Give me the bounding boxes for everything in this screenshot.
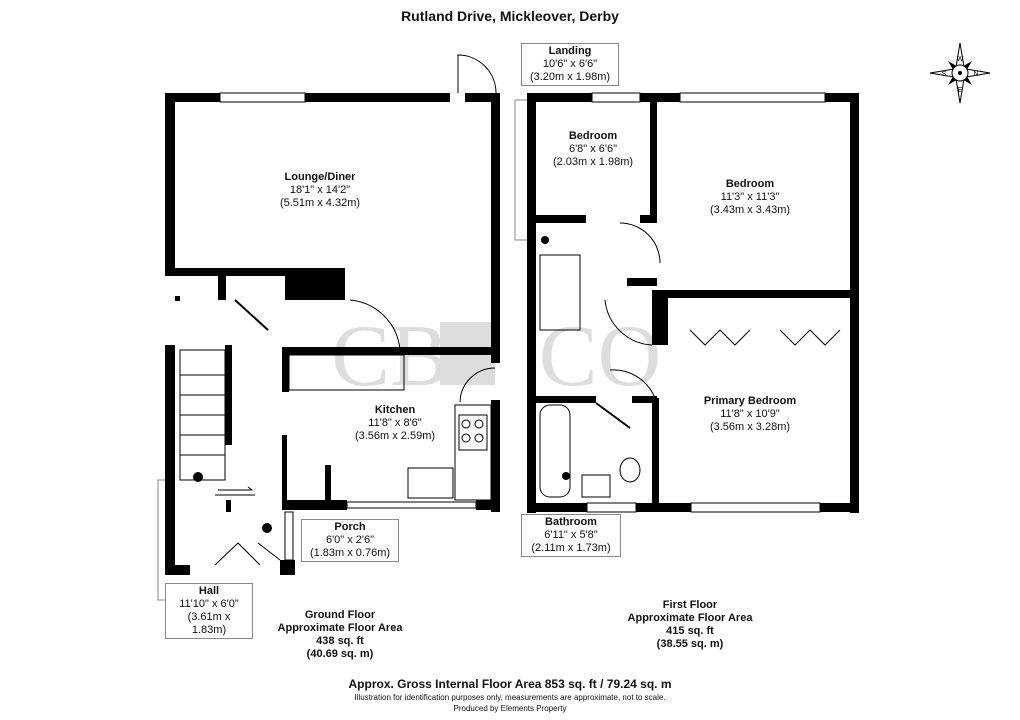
ground-floor-walls xyxy=(165,93,500,575)
room-size-metric: (3.61m x 1.83m) xyxy=(187,611,231,636)
window xyxy=(219,92,306,103)
bath-icon xyxy=(539,404,571,498)
room-label-bathroom: Bathroom 6'11" x 5'8" (2.11m x 1.73m) xyxy=(521,514,621,557)
disclaimer: Illustration for identification purposes… xyxy=(354,693,666,702)
wardrobe-doors xyxy=(689,329,841,346)
room-name: Kitchen xyxy=(374,404,416,416)
room-label-lounge: Lounge/Diner 18'1" x 14'2" (5.51m x 4.32… xyxy=(250,171,390,210)
room-name: Hall xyxy=(198,585,220,597)
door xyxy=(595,402,631,429)
room-size-metric: (2.03m x 1.98m) xyxy=(552,156,634,168)
room-size-imperial: 18'1" x 14'2" xyxy=(289,184,351,196)
room-size-imperial: 11'3" x 11'3" xyxy=(720,191,780,203)
watermark: CO xyxy=(539,308,661,405)
toilet-icon xyxy=(619,457,641,483)
room-size-metric: (1.83m x 0.76m) xyxy=(309,547,391,559)
room-size-imperial: 11'8" x 10'9" xyxy=(720,408,780,420)
worktop xyxy=(454,404,492,501)
room-size-metric: (3.56m x 2.59m) xyxy=(354,430,436,442)
room-name: Primary Bedroom xyxy=(703,395,797,407)
plan-title: Rutland Drive, Mickleover, Derby xyxy=(401,8,619,24)
light-point xyxy=(562,472,570,480)
svg-text:W: W xyxy=(957,56,964,63)
svg-text:S: S xyxy=(942,71,947,78)
door-swing xyxy=(459,367,496,403)
window xyxy=(586,502,637,513)
room-size-metric: (2.11m x 1.73m) xyxy=(531,542,611,554)
svg-text:E: E xyxy=(958,87,963,94)
room-size-metric: (3.43m x 3.43m) xyxy=(709,204,791,216)
light-point xyxy=(193,472,203,482)
room-name: Porch xyxy=(334,521,366,533)
window xyxy=(346,501,477,509)
gross-area: Approx. Gross Internal Floor Area 853 sq… xyxy=(348,677,672,691)
floor-area-sqft: 438 sq. ft xyxy=(316,635,364,647)
room-label-hall: Hall 11'10" x 6'0" (3.61m x 1.83m) xyxy=(165,583,253,639)
door-swing xyxy=(457,54,497,94)
floor-area-sqm: (40.69 sq. m) xyxy=(306,648,374,660)
door-swing xyxy=(604,299,653,346)
room-size-imperial: 11'10" x 6'0" xyxy=(179,598,239,610)
floor-area-sqft: 415 sq. ft xyxy=(666,625,714,637)
door-swing xyxy=(609,369,656,399)
radiator xyxy=(215,486,255,496)
room-label-kitchen: Kitchen 11'8" x 8'6" (3.56m x 2.59m) xyxy=(340,404,450,443)
light-point xyxy=(262,523,272,533)
room-size-metric: (3.20m x 1.98m) xyxy=(529,71,611,83)
floor-name: Ground Floor xyxy=(304,609,376,621)
room-name: Bathroom xyxy=(545,516,597,528)
floor-area-label: Approximate Floor Area xyxy=(627,612,753,624)
worktop xyxy=(288,354,405,391)
door xyxy=(234,299,269,331)
ground-floor-area: Ground Floor Approximate Floor Area 438 … xyxy=(255,609,425,661)
stairs xyxy=(539,254,581,331)
window xyxy=(591,92,641,103)
room-label-primary-bedroom: Primary Bedroom 11'8" x 10'9" (3.56m x 3… xyxy=(685,395,815,434)
producer-credit: Produced by Elements Property xyxy=(453,704,567,713)
room-label-bedroom: Bedroom 11'3" x 11'3" (3.43m x 3.43m) xyxy=(695,178,805,217)
room-label-bedroom-small: Bedroom 6'8" x 6'6" (2.03m x 1.98m) xyxy=(538,130,648,169)
floor-area-sqm: (38.55 sq. m) xyxy=(656,638,724,650)
hob-icon xyxy=(458,414,488,451)
floor-name: First Floor xyxy=(662,599,718,611)
room-name: Bedroom xyxy=(725,178,775,190)
room-size-metric: (3.56m x 3.28m) xyxy=(709,421,791,433)
window xyxy=(690,502,821,513)
compass-rose-icon: W S N E xyxy=(929,42,991,104)
room-size-imperial: 6'0" x 2'6" xyxy=(325,534,375,546)
sink-icon xyxy=(407,467,454,499)
room-size-metric: (5.51m x 4.32m) xyxy=(279,197,361,209)
room-label-porch: Porch 6'0" x 2'6" (1.83m x 0.76m) xyxy=(301,519,399,562)
room-label-landing: Landing 10'6" x 6'6" (3.20m x 1.98m) xyxy=(521,43,619,86)
floor-area-label: Approximate Floor Area xyxy=(277,622,403,634)
room-size-imperial: 10'6" x 6'6" xyxy=(542,58,598,70)
room-name: Lounge/Diner xyxy=(284,171,356,183)
door-swing xyxy=(349,299,401,351)
first-floor-area: First Floor Approximate Floor Area 415 s… xyxy=(605,599,775,651)
porch-window xyxy=(284,511,294,561)
room-size-imperial: 6'11" x 5'8" xyxy=(544,529,598,541)
first-floor-walls xyxy=(527,93,859,513)
svg-text:N: N xyxy=(973,71,978,78)
room-name: Bedroom xyxy=(568,130,618,142)
window xyxy=(679,92,826,103)
front-door xyxy=(214,542,281,566)
room-name: Landing xyxy=(548,45,592,57)
light-point xyxy=(541,236,549,244)
room-size-imperial: 11'8" x 8'6" xyxy=(368,417,422,429)
room-size-imperial: 6'8" x 6'6" xyxy=(568,143,618,155)
door-swing xyxy=(619,222,661,264)
watermark: CB xyxy=(331,308,448,405)
basin-icon xyxy=(581,474,611,498)
